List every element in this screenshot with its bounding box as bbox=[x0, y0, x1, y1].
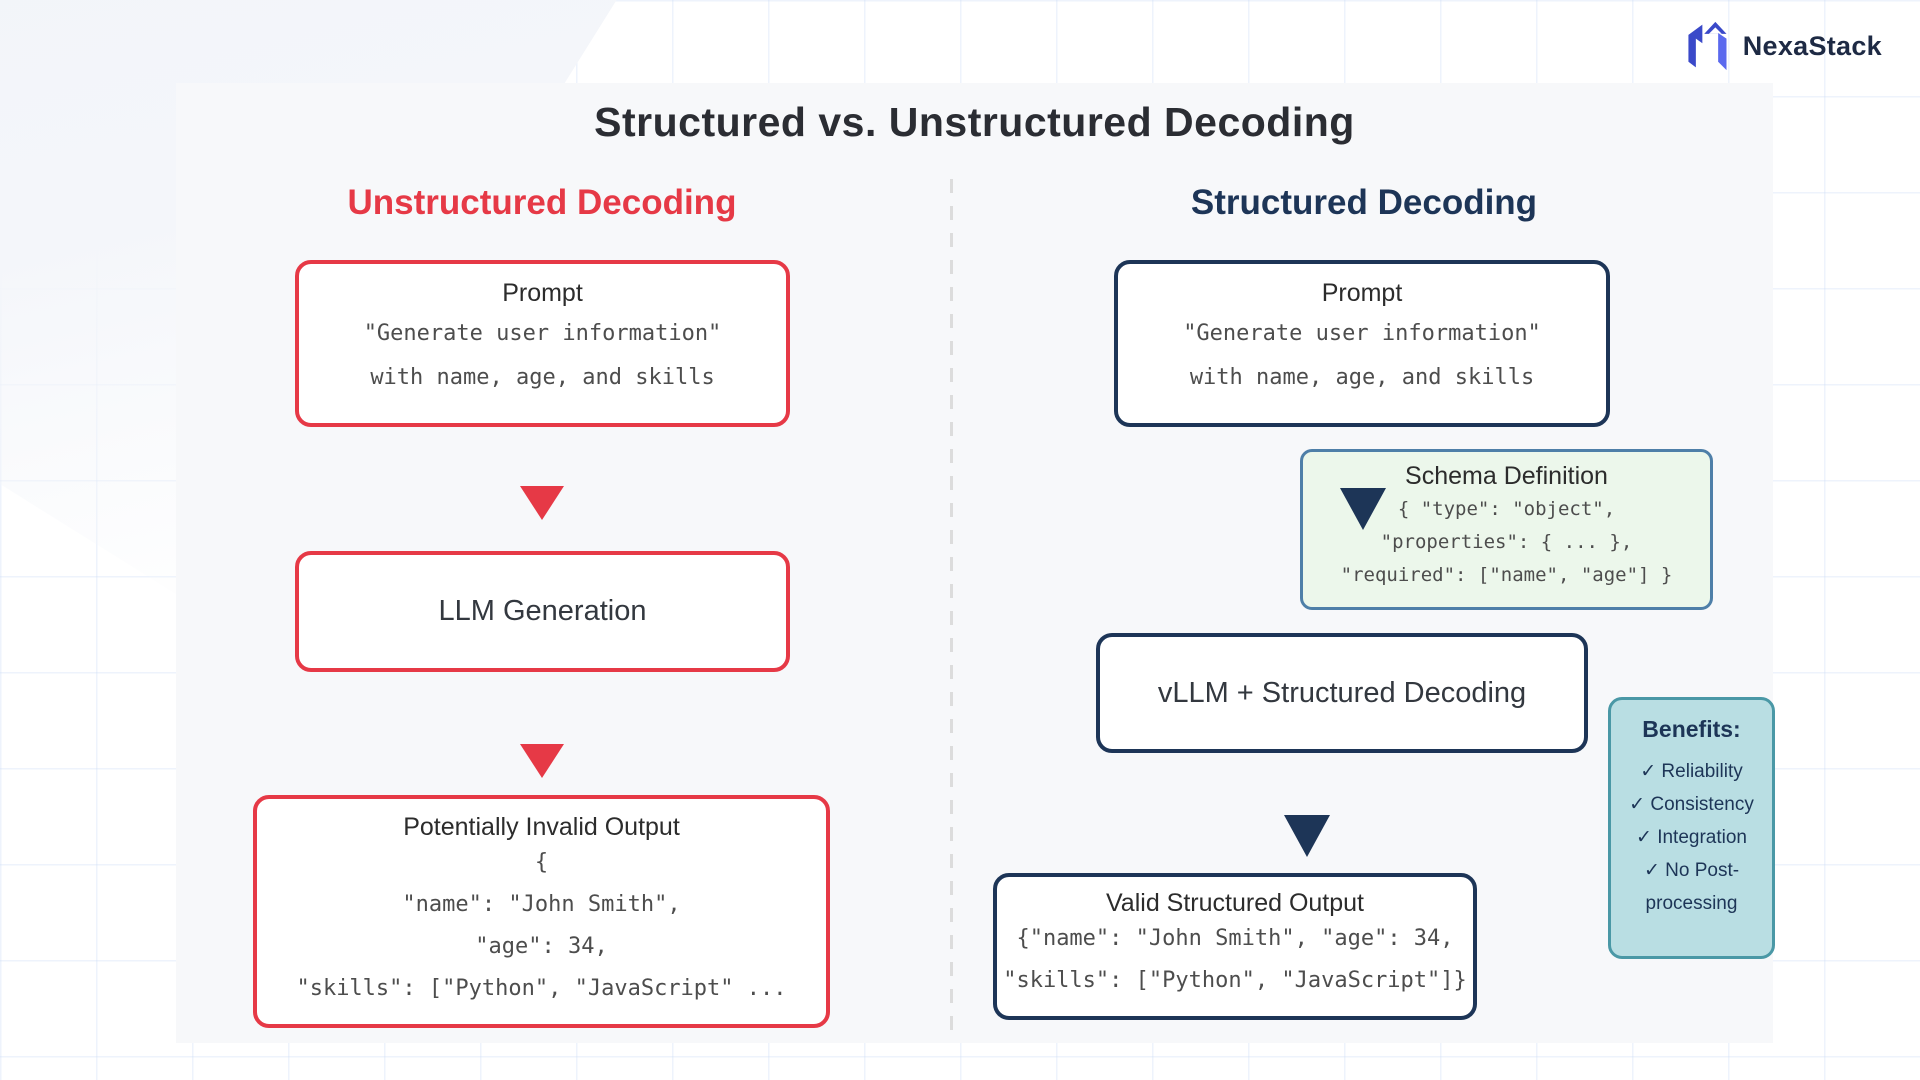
valid-output-title: Valid Structured Output bbox=[1105, 889, 1364, 917]
schema-definition-box: Schema Definition { "type": "object", "p… bbox=[1300, 449, 1713, 610]
benefit-item: ✓ Reliability bbox=[1640, 761, 1743, 782]
output-json-line: "skills": ["Python", "JavaScript"]} bbox=[1003, 968, 1467, 993]
benefit-item: ✓ No Post-processing bbox=[1643, 860, 1740, 914]
benefits-title: Benefits: bbox=[1642, 716, 1741, 742]
valid-output-box: Valid Structured Output {"name": "John S… bbox=[993, 873, 1477, 1020]
schema-definition-title: Schema Definition bbox=[1405, 462, 1608, 490]
brand-name: NexaStack bbox=[1742, 30, 1882, 61]
prompt-text-line: "Generate user information" bbox=[363, 321, 722, 346]
output-json-line: { bbox=[534, 850, 549, 875]
prompt-text-line: "Generate user information" bbox=[1183, 321, 1541, 346]
output-json-line: {"name": "John Smith", "age": 34, bbox=[1016, 926, 1454, 951]
schema-json-line: { "type": "object", bbox=[1397, 498, 1616, 520]
prompt-text-line: with name, age, and skills bbox=[370, 365, 715, 390]
benefit-item: ✓ Consistency bbox=[1629, 794, 1754, 815]
down-arrow-icon bbox=[520, 486, 564, 520]
output-json-line: "skills": ["Python", "JavaScript" ... bbox=[296, 976, 787, 1001]
prompt-text-line: with name, age, and skills bbox=[1189, 365, 1535, 390]
prompt-box-title: Prompt bbox=[502, 279, 583, 307]
output-json-line: "age": 34, bbox=[475, 934, 608, 959]
vllm-structured-decoding-box: vLLM + Structured Decoding bbox=[1096, 633, 1588, 753]
diagram-panel: Structured vs. Unstructured Decoding Uns… bbox=[176, 83, 1775, 1043]
schema-json-line: "required": ["name", "age"] } bbox=[1340, 564, 1673, 586]
unstructured-prompt-box: Prompt "Generate user information" with … bbox=[295, 260, 790, 427]
diagram-title: Structured vs. Unstructured Decoding bbox=[594, 99, 1355, 145]
llm-generation-label: LLM Generation bbox=[438, 595, 647, 627]
output-json-line: "name": "John Smith", bbox=[402, 892, 681, 917]
nexastack-logo-icon bbox=[1688, 21, 1727, 71]
benefit-item: ✓ Integration bbox=[1636, 827, 1747, 848]
prompt-box-title: Prompt bbox=[1321, 279, 1403, 307]
unstructured-column-header: Unstructured Decoding bbox=[347, 183, 737, 222]
down-arrow-icon bbox=[1340, 488, 1386, 530]
brand-logo: NexaStack bbox=[1681, 18, 1882, 74]
structured-prompt-box: Prompt "Generate user information" with … bbox=[1114, 260, 1610, 427]
column-divider bbox=[950, 179, 953, 1043]
invalid-output-box: Potentially Invalid Output { "name": "Jo… bbox=[253, 795, 830, 1028]
invalid-output-title: Potentially Invalid Output bbox=[403, 813, 680, 841]
structured-column-header: Structured Decoding bbox=[1190, 183, 1538, 222]
llm-generation-box: LLM Generation bbox=[295, 551, 790, 672]
benefits-box: Benefits: ✓ Reliability ✓ Consistency ✓ … bbox=[1608, 697, 1775, 959]
down-arrow-icon bbox=[1284, 815, 1330, 857]
down-arrow-icon bbox=[520, 744, 564, 778]
vllm-structured-decoding-label: vLLM + Structured Decoding bbox=[1157, 676, 1527, 709]
schema-json-line: "properties": { ... }, bbox=[1380, 531, 1633, 553]
